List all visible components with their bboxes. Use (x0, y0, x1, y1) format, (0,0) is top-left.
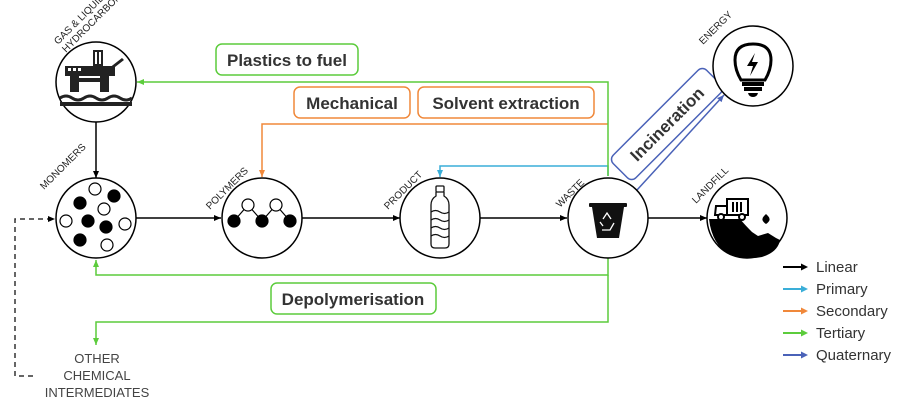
node-other-intermediates: OTHER CHEMICAL INTERMEDIATES (45, 351, 150, 400)
mechanical-label: Mechanical (306, 94, 398, 113)
polymer-chain-icon (227, 198, 297, 228)
legend-label: Linear (816, 259, 858, 276)
lightbulb-icon (733, 42, 773, 97)
arrow-tertiary-depolymerisation (93, 258, 609, 276)
node-hydrocarbons: GAS & LIQUID HYDROCARBONS (52, 0, 137, 123)
process-mechanical: Mechanical (293, 86, 411, 119)
legend-item-linear: Linear (783, 259, 858, 276)
legend-arrowhead (801, 351, 808, 359)
other-intermediates-line1: OTHER (74, 351, 120, 366)
node-landfill: LANDFILL (690, 165, 788, 259)
solvent-extraction-label: Solvent extraction (432, 94, 579, 113)
arrow-quaternary-incineration (636, 94, 725, 191)
legend-label: Secondary (816, 303, 888, 320)
node-monomers: MONOMERS (38, 142, 137, 259)
depolymerisation-label: Depolymerisation (282, 290, 425, 309)
plastic-bottle-icon (430, 185, 450, 249)
legend-arrowhead (801, 263, 808, 271)
node-polymers: POLYMERS (204, 165, 303, 259)
node-product: PRODUCT (382, 169, 481, 259)
legend-label: Primary (816, 281, 868, 298)
legend-item-tertiary: Tertiary (783, 325, 866, 342)
process-plastics-to-fuel: Plastics to fuel (215, 43, 359, 76)
legend-arrowhead (801, 285, 808, 293)
process-incineration: Incineration (610, 67, 724, 181)
legend-label: Quaternary (816, 347, 892, 364)
legend-item-secondary: Secondary (783, 303, 888, 320)
other-intermediates-line3: INTERMEDIATES (45, 385, 150, 400)
node-waste: WASTE (554, 177, 649, 259)
arrow-primary-waste-to-product (437, 165, 609, 177)
legend-arrowhead (801, 307, 808, 315)
incineration-label: Incineration (627, 84, 709, 166)
process-solvent-extraction: Solvent extraction (417, 86, 595, 119)
garbage-truck-icon (709, 198, 780, 259)
legend-item-primary: Primary (783, 281, 868, 298)
legend-item-quaternary: Quaternary (783, 347, 892, 364)
legend-label: Tertiary (816, 325, 866, 342)
arrow-intermediates-to-monomers (14, 216, 55, 377)
recycle-bin-icon (589, 203, 627, 238)
other-intermediates-line2: CHEMICAL (63, 368, 130, 383)
oil-rig-icon (59, 50, 133, 106)
arrow-tertiary-plastics-to-fuel (137, 79, 609, 176)
legend-arrowhead (801, 329, 808, 337)
plastics-to-fuel-label: Plastics to fuel (227, 51, 347, 70)
process-depolymerisation: Depolymerisation (270, 282, 437, 315)
arrow-tertiary-other-intermediates (93, 275, 609, 345)
monomers-molecules-icon (59, 182, 132, 252)
arrow-secondary-waste-to-polymers (259, 123, 608, 177)
